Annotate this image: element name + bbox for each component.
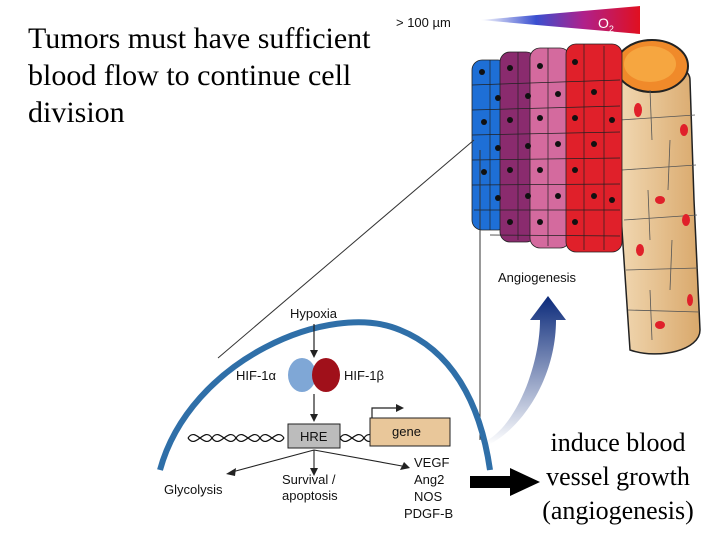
survival-arrowhead [310, 468, 318, 476]
oxygen-gradient-wedge [480, 6, 640, 34]
hif1b-label: HIF-1β [344, 368, 384, 383]
hif1b-subunit [312, 358, 340, 392]
hif1a-subunit [288, 358, 316, 392]
hypoxia-arrowhead [310, 350, 318, 358]
oxygen-symbol: O [598, 15, 609, 31]
survival-label: Survival / [282, 472, 336, 487]
induce-arrow [470, 468, 540, 496]
blood-vessel [611, 39, 701, 355]
hif1a-label: HIF-1α [236, 368, 277, 383]
target-gene-nos: NOS [414, 489, 443, 504]
oxygen-subscript: 2 [609, 24, 614, 34]
angiogenesis-label: Angiogenesis [498, 270, 577, 285]
glycolysis-label: Glycolysis [164, 482, 223, 497]
targets-arrowhead [400, 462, 410, 470]
nuclear-membrane [157, 319, 493, 471]
tumor-cell-cluster [471, 43, 623, 253]
gene-box [369, 417, 451, 447]
angiogenesis-arrow [488, 296, 566, 445]
gradient-distance-label: > 100 µm [396, 15, 451, 30]
hypoxia-label: Hypoxia [290, 306, 338, 321]
hif-to-hre-arrowhead [310, 414, 318, 422]
hre-label: HRE [300, 429, 328, 444]
angiogenesis-caption: induce blood vessel growth (angiogenesis… [542, 428, 694, 525]
oxygen-label: O2 [598, 15, 614, 34]
output-arrows [231, 449, 403, 473]
target-gene-pdgfb: PDGF-B [404, 506, 453, 521]
promoter-arrowhead [396, 404, 404, 412]
gene-label: gene [392, 424, 421, 439]
target-gene-ang2: Ang2 [414, 472, 444, 487]
hre-box [287, 423, 341, 449]
apoptosis-label: apoptosis [282, 488, 338, 503]
slide-title: Tumors must have sufficient blood flow t… [28, 22, 371, 129]
target-gene-vegf: VEGF [414, 455, 449, 470]
zoom-line-left [217, 139, 475, 359]
glycolysis-arrowhead [226, 468, 236, 476]
